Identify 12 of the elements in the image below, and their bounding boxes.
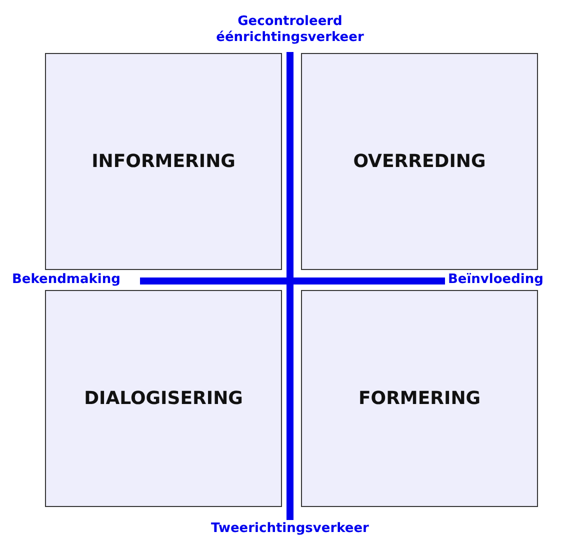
axis-label: Bekendmaking — [12, 272, 122, 288]
quadrant-box — [301, 290, 538, 507]
quadrant-box — [45, 290, 282, 507]
quadrant-title: INFORMERING — [92, 151, 236, 172]
axis-label: Gecontroleerd éénrichtingsverkeer — [215, 14, 365, 46]
axis-label: Tweerichtingsverkeer — [210, 521, 370, 536]
quadrant-box — [45, 53, 282, 270]
quadrant-title: FORMERING — [358, 388, 481, 409]
quadrant-box — [301, 53, 538, 270]
quadrant-title: OVERREDING — [353, 151, 486, 172]
axis-label: Beïnvloeding — [448, 272, 544, 288]
quadrant-title: DIALOGISERING — [84, 388, 243, 409]
